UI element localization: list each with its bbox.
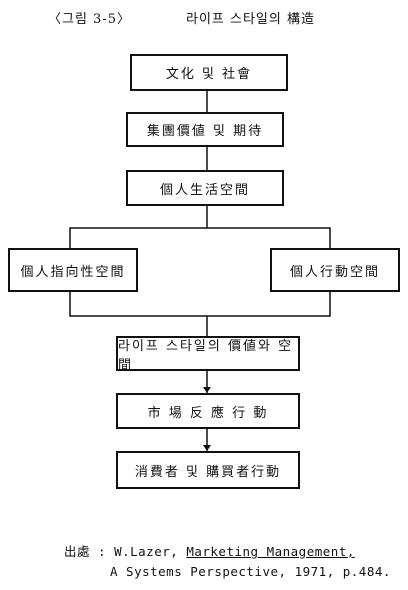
arrowhead <box>203 387 211 393</box>
figure-title: 〈그림 3-5〉 라이프 스타일의 構造 <box>0 8 408 28</box>
node-personal-space: 個人生活空間 <box>126 170 284 206</box>
node-market-response: 市 場 反 應 行 動 <box>116 393 300 429</box>
source-book: Marketing Management, <box>186 544 355 559</box>
source-detail: A Systems Perspective, 1971, p.484. <box>110 564 391 579</box>
split-connector <box>69 206 331 248</box>
node-culture: 文化 및 社會 <box>130 54 288 91</box>
figure-heading: 라이프 스타일의 構造 <box>186 12 315 27</box>
figure-number: 〈그림 3-5〉 <box>48 12 131 27</box>
node-oriented-space: 個人指向性空間 <box>8 248 138 292</box>
node-lifestyle: 라이프 스타일의 價値와 空間 <box>116 336 300 373</box>
source-prefix: 出處 : W.Lazer, <box>64 544 179 559</box>
node-action-space: 個人行動空間 <box>270 248 400 292</box>
node-consumer-behavior: 消費者 및 購買者行動 <box>116 451 300 489</box>
arrowhead <box>203 445 211 451</box>
source-citation: 出處 : W.Lazer, Marketing Management, A Sy… <box>64 542 391 582</box>
node-group-values: 集團價値 및 期待 <box>126 112 284 147</box>
merge-connector <box>69 292 331 336</box>
